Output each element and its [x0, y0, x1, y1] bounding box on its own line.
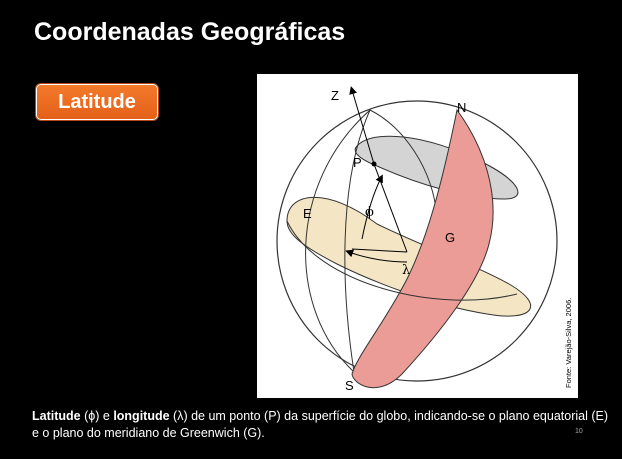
point-p-marker [371, 161, 377, 167]
label-g: G [445, 230, 455, 245]
slide-title: Coordenadas Geográficas [34, 18, 346, 46]
slide-caption: Latitude (ϕ) e longitude (λ) de um ponto… [32, 408, 612, 442]
meridian-circle-left [305, 109, 371, 373]
label-s: S [345, 378, 354, 393]
globe-figure: Z N P E ϕ G λ S [257, 74, 578, 398]
latitude-badge: Latitude [36, 84, 158, 120]
globe-diagram: Z N P E ϕ G λ S [276, 86, 558, 393]
meridian-through-p [344, 109, 371, 373]
greenwich-meridian-plane [351, 108, 494, 389]
label-phi: ϕ [365, 205, 374, 220]
caption-text-1: (ϕ) e [80, 409, 114, 423]
equator-front-arc [286, 220, 518, 301]
caption-text-2: (λ) de um ponto (P) da superfície do glo… [32, 409, 609, 440]
figure-credit-text: Fonte: Varejão-Silva, 2006. [564, 297, 573, 388]
label-n: N [457, 100, 466, 115]
caption-longitude-term: longitude [113, 409, 170, 423]
label-lambda: λ [402, 263, 410, 278]
caption-latitude-term: Latitude [32, 409, 81, 423]
z-axis [349, 86, 375, 165]
north-polar-cap [354, 135, 519, 200]
label-p: P [353, 155, 362, 170]
lambda-arc-arrow [345, 249, 408, 263]
page-number: 10 [575, 428, 583, 435]
globe-outline [276, 100, 558, 382]
label-e: E [303, 206, 312, 221]
equator-radius-line [351, 248, 408, 253]
label-z: Z [331, 88, 339, 103]
phi-arc-arrow [361, 174, 383, 240]
